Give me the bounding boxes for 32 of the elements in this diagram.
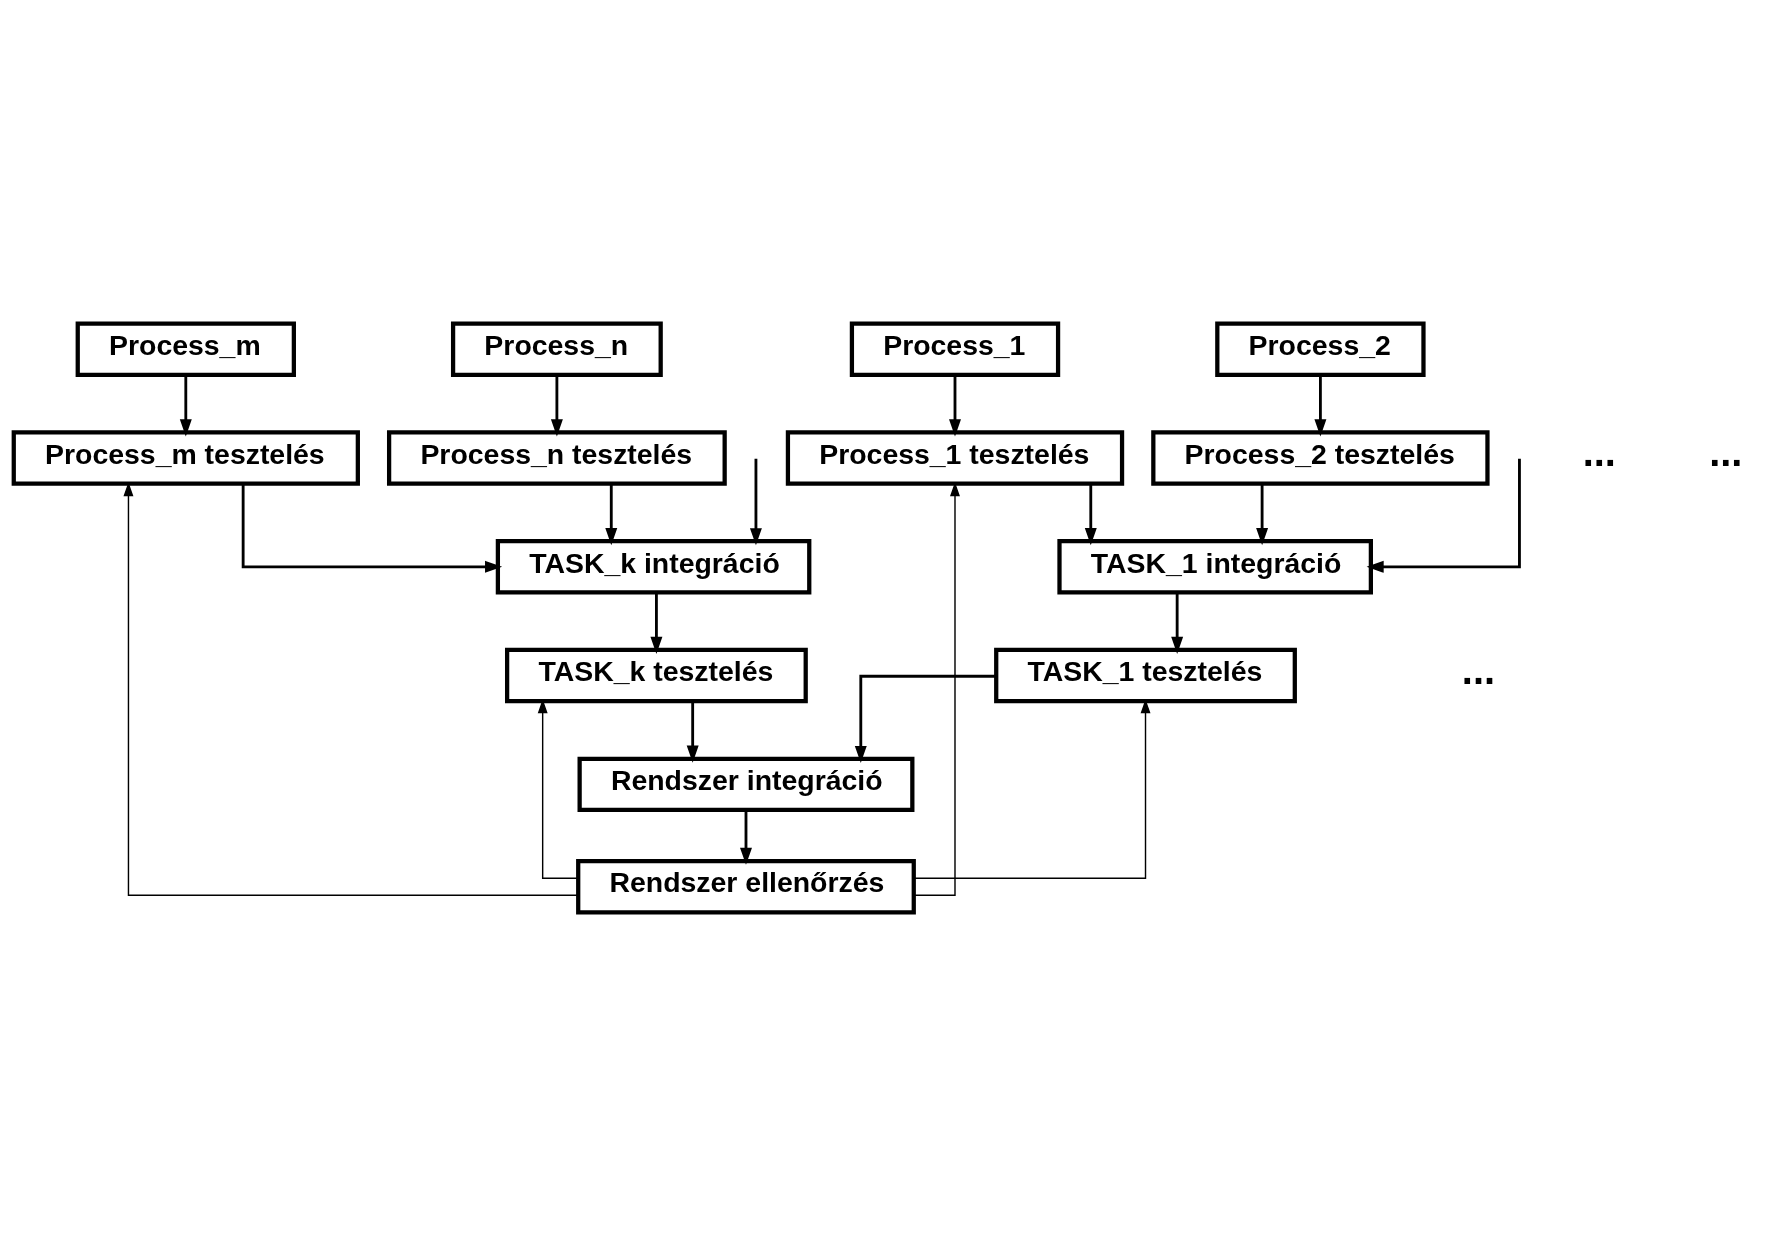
- arrow: [1314, 374, 1327, 436]
- node-box: TASK_k tesztelés: [505, 647, 808, 703]
- arrow: [854, 674, 997, 763]
- arrow: [650, 592, 663, 654]
- node-box: Process_2: [1215, 321, 1426, 377]
- node-box: Process_m tesztelés: [11, 429, 360, 486]
- node-box: Process_1: [849, 321, 1061, 377]
- arrow: [740, 809, 752, 865]
- node-box: Process_2 tesztelés: [1151, 429, 1490, 486]
- arrow: [550, 374, 563, 436]
- arrow: [1171, 592, 1184, 654]
- arrow: [749, 458, 762, 545]
- node-box: Process_n: [450, 321, 663, 377]
- node-box: Rendszer integráció: [577, 756, 915, 812]
- label: ...: [1461, 647, 1496, 692]
- arrow: [1366, 458, 1521, 573]
- arrow: [241, 483, 503, 573]
- node-box: TASK_k integráció: [495, 538, 812, 595]
- arrow: [1256, 483, 1269, 545]
- arrow: [179, 374, 192, 436]
- node-box: Process_m: [75, 321, 296, 377]
- arrow: [686, 700, 699, 763]
- arrow: [949, 374, 961, 436]
- node-box: Rendszer ellenőrzés: [576, 858, 916, 914]
- node-box: TASK_1 integráció: [1057, 538, 1373, 595]
- node-box: Process_n tesztelés: [387, 429, 727, 486]
- arrow: [605, 483, 618, 545]
- label: ...: [1582, 429, 1616, 474]
- label: ...: [1709, 429, 1743, 474]
- node-box: Process_1 tesztelés: [785, 429, 1125, 486]
- node-box: TASK_1 tesztelés: [994, 647, 1297, 703]
- arrow: [1084, 483, 1097, 545]
